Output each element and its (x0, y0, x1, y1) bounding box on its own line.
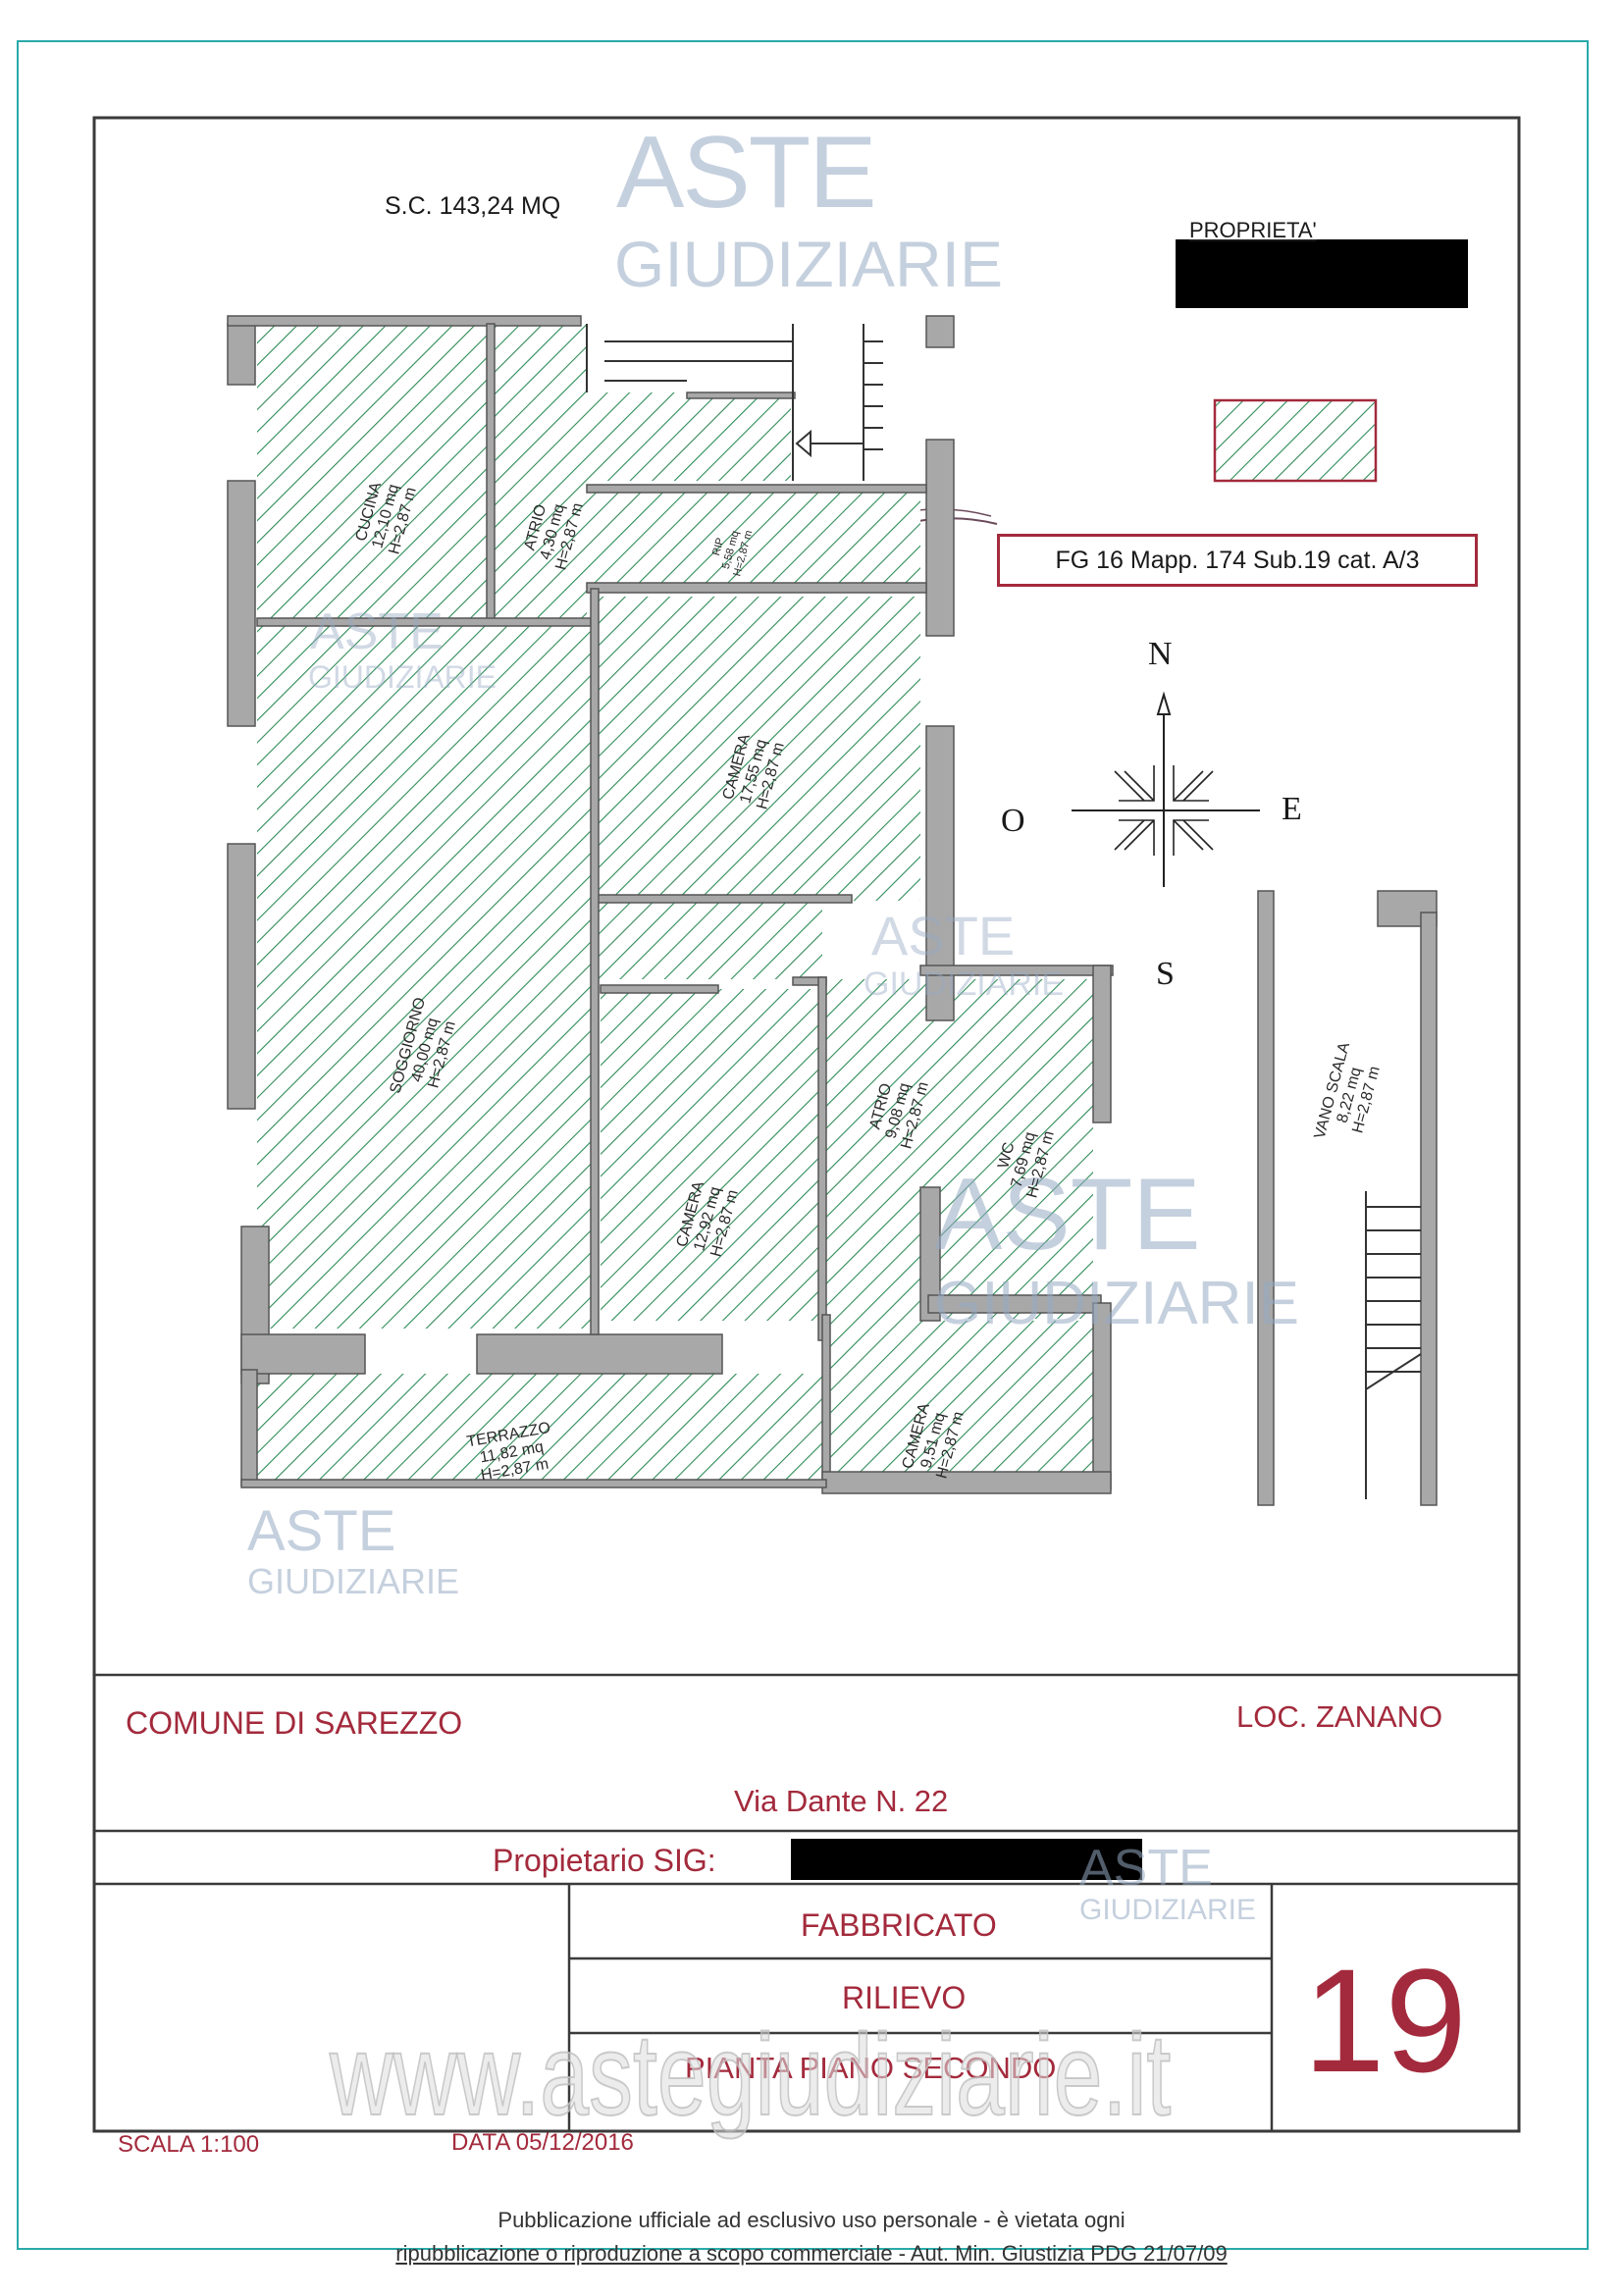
stairs (586, 324, 1422, 1499)
compass-rose (1072, 691, 1260, 887)
watermark-aste-center: ASTE (871, 905, 1016, 966)
drawing-frame (92, 116, 1521, 2133)
scale-label: SCALA 1:100 (118, 2131, 260, 2158)
watermark-giudiziarie-titleblock: GIUDIZIARIE (1079, 1894, 1257, 1926)
date-label: DATA 05/12/2016 (451, 2129, 634, 2156)
comune-label: COMUNE DI SAREZZO (126, 1705, 463, 1741)
compass-north: N (1148, 636, 1173, 672)
compass-west: O (1001, 803, 1025, 839)
owner-heading: PROPRIETA' (1189, 218, 1317, 242)
compass-east: E (1282, 791, 1302, 827)
localita-label: LOC. ZANANO (1236, 1699, 1443, 1734)
fabbricato-label: FABBRICATO (801, 1907, 997, 1943)
owner-redaction (1176, 239, 1468, 308)
footer-line-1: Pubblicazione ufficiale ad esclusivo uso… (497, 2208, 1126, 2232)
watermark-giudiziarie-right: GIUDIZIARIE (934, 1270, 1300, 1337)
cadastral-box: FG 16 Mapp. 174 Sub.19 cat. A/3 (997, 534, 1478, 587)
footer-line-2: ripubblicazione o riproduzione a scopo c… (395, 2241, 1228, 2266)
compass-south: S (1156, 956, 1175, 992)
owner-name-redaction (791, 1839, 1142, 1880)
watermark-giudiziarie-center: GIUDIZIARIE (864, 965, 1065, 1003)
rilievo-label: RILIEVO (842, 1980, 967, 2015)
watermark-aste-titleblock: ASTE (1079, 1840, 1213, 1897)
walls (227, 315, 1438, 1506)
hatched-rooms (257, 324, 1103, 1482)
surface-label: S.C. 143,24 MQ (385, 192, 561, 220)
watermark-giudiziarie-bottom: GIUDIZIARIE (247, 1561, 460, 1601)
watermark-aste-mid: ASTE (310, 603, 444, 660)
watermark-site-url: www.astegiudiziarie.it (329, 2010, 1172, 2140)
legend-swatch (1213, 398, 1378, 483)
watermark-giudiziarie-mid: GIUDIZIARIE (308, 659, 497, 695)
watermark-aste-top: ASTE (616, 116, 877, 230)
pianta-label: PIANTA PIANO SECONDO (685, 2051, 1057, 2085)
watermark-aste-bottom: ASTE (247, 1499, 396, 1563)
owner-label: Propietario SIG: (493, 1843, 716, 1878)
watermark-aste-right: ASTE (934, 1158, 1201, 1272)
sheet-number: 19 (1303, 1938, 1467, 2103)
address-label: Via Dante N. 22 (734, 1784, 949, 1818)
watermark-giudiziarie-top: GIUDIZIARIE (614, 228, 1004, 300)
sheet-border (17, 40, 1589, 2250)
title-block-lines (94, 1673, 1519, 2131)
